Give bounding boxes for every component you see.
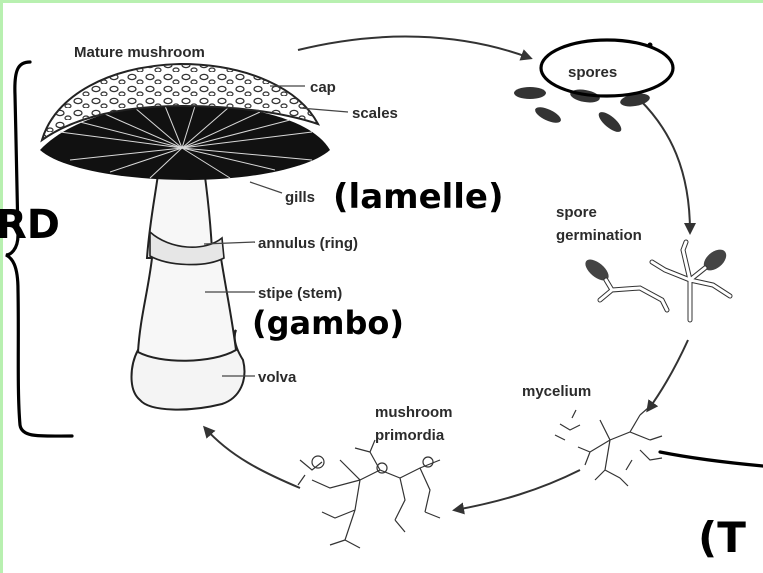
spores-label: spores bbox=[568, 64, 617, 81]
spore-germination-illustration bbox=[582, 242, 730, 320]
handwritten-stipe-note: (gambo) bbox=[252, 304, 404, 342]
mature-mushroom-label: Mature mushroom bbox=[74, 44, 205, 61]
arrow-spores-to-germination bbox=[640, 100, 690, 232]
spore-germination-label-line2: germination bbox=[556, 227, 642, 244]
handwritten-right-note: (T bbox=[698, 513, 746, 562]
cap-label: cap bbox=[310, 79, 336, 96]
handwritten-left-note: RD bbox=[0, 202, 60, 248]
stipe-label: stipe (stem) bbox=[258, 285, 342, 302]
gills-label: gills bbox=[285, 189, 315, 206]
handwritten-dot bbox=[648, 43, 653, 48]
primordia-illustration bbox=[298, 440, 440, 548]
handwritten-right-line bbox=[660, 452, 763, 466]
arrow-primordia-to-mushroom bbox=[205, 428, 300, 488]
annulus-label: annulus (ring) bbox=[258, 235, 358, 252]
frame-top-edge bbox=[0, 0, 763, 3]
volva-label: volva bbox=[258, 369, 297, 386]
arrow-germination-to-mycelium bbox=[648, 340, 688, 410]
arrow-mushroom-to-spores bbox=[298, 37, 530, 58]
scales-label: scales bbox=[352, 105, 398, 122]
spore-germination-label-line1: spore bbox=[556, 204, 597, 221]
arrow-mycelium-to-primordia bbox=[455, 470, 580, 510]
primordia-label-line1: mushroom bbox=[375, 404, 453, 421]
primordia-label-line2: primordia bbox=[375, 427, 445, 444]
mycelium-label: mycelium bbox=[522, 383, 591, 400]
frame-left-edge bbox=[0, 0, 3, 573]
handwritten-gills-note: (lamelle) bbox=[333, 177, 504, 217]
